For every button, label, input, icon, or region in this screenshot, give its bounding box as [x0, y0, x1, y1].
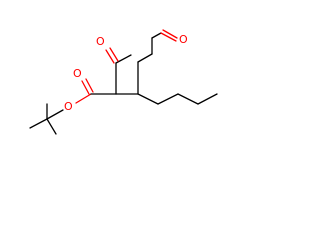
bond-ketone-carbon-to-methyl — [115, 54, 132, 64]
bond-c3-to-butyl-1 — [137, 93, 159, 105]
bond-aldehyde-carbonyl-b — [162, 29, 178, 39]
ketone-oxygen-label: O — [96, 35, 105, 48]
bond-tbu-methyl-left — [29, 118, 48, 129]
aldehyde-group: O — [160, 29, 188, 46]
chemical-structure: O O O O — [0, 0, 245, 156]
ester-carbonyl-oxygen-label: O — [73, 67, 82, 80]
acetyl-group: O — [96, 35, 132, 95]
bond-ester-carbonyl-a — [81, 80, 90, 95]
ester-oxygen-label: O — [64, 100, 73, 113]
bond-ester-oxygen-to-carbon — [75, 93, 92, 104]
bond-butyl-3-to-4 — [197, 93, 218, 105]
bond-ketone-carbonyl-b — [109, 47, 119, 62]
butyl-chain — [137, 93, 218, 105]
tert-butyl-group — [29, 103, 64, 135]
bond-aldehyde-carbonyl-a — [160, 32, 177, 42]
bond-ch2-to-ch2 — [137, 53, 153, 63]
bond-tbu-methyl-bottom — [46, 118, 57, 135]
bond-aldehyde-carbon-to-ch — [151, 32, 162, 39]
background — [0, 0, 245, 156]
bond-ester-carbonyl-b — [85, 78, 94, 93]
bond-tbu-to-oxygen — [46, 109, 64, 120]
bond-ketone-carbonyl-a — [105, 49, 115, 64]
aldehyde-oxygen-label: O — [179, 33, 188, 46]
ester-group: O O — [64, 67, 117, 113]
bond-butyl-2-to-3 — [177, 93, 199, 105]
main-chain — [115, 32, 162, 95]
bond-butyl-1-to-2 — [157, 93, 179, 105]
